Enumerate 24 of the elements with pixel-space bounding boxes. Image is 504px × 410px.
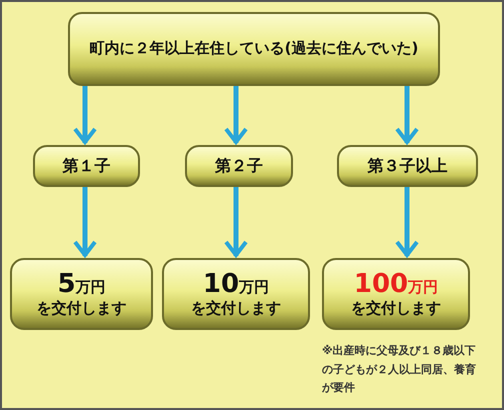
amount-text: 100万円 bbox=[354, 270, 438, 300]
box-text: 第３子以上 bbox=[368, 156, 448, 176]
box-text: を交付します bbox=[191, 300, 281, 318]
arrow bbox=[395, 187, 419, 257]
box-text: 第１子 bbox=[62, 156, 110, 176]
box-text: 町内に２年以上在住している(過去に住んでいた) bbox=[90, 40, 418, 58]
rounded-box bbox=[337, 145, 478, 187]
rounded-box bbox=[185, 145, 293, 187]
rounded-box bbox=[10, 258, 153, 330]
box-text: を交付します bbox=[36, 300, 126, 318]
arrow bbox=[395, 86, 419, 144]
amount-text: 10万円 bbox=[202, 270, 270, 300]
rounded-box bbox=[33, 145, 140, 187]
arrow bbox=[73, 86, 97, 144]
rounded-box bbox=[162, 258, 310, 330]
rounded-box bbox=[68, 12, 440, 86]
footnote: ※出産時に父母及び１８歳以下の子どもが２人以上同居、養育が要件 bbox=[322, 343, 477, 396]
arrow bbox=[73, 187, 97, 257]
box-text: を交付します bbox=[351, 300, 441, 318]
rounded-box bbox=[322, 258, 470, 330]
box-text: 第２子 bbox=[215, 156, 263, 176]
arrow bbox=[224, 187, 248, 257]
amount-text: 5万円 bbox=[57, 270, 106, 300]
arrow bbox=[224, 86, 248, 144]
